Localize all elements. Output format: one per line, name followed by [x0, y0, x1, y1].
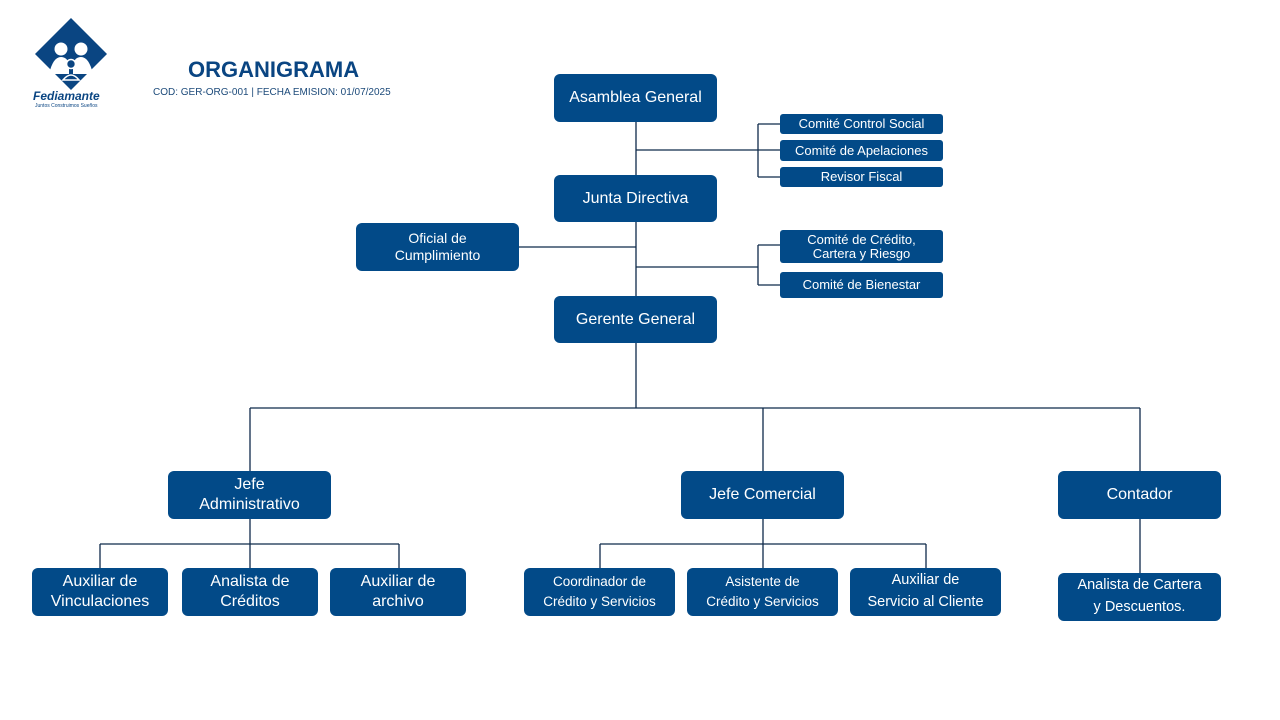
node-label: Revisor Fiscal	[820, 169, 903, 185]
node-label: Contador	[1106, 486, 1173, 504]
node-label: Jefe Comercial	[709, 486, 816, 504]
node-label-line1: Comité de Crédito,	[807, 231, 916, 247]
node-asamblea-general: Asamblea General	[554, 74, 717, 122]
fediamante-logo	[35, 18, 107, 90]
node-label-line1: Oficial de	[408, 229, 467, 246]
page-title: ORGANIGRAMA	[188, 57, 360, 82]
node-label-line1: Auxiliar de	[62, 573, 138, 591]
node-label-line2: Crédito y Servicios	[543, 594, 656, 609]
node-analista-creditos: Analista de Créditos	[182, 568, 318, 616]
node-label: Comité de Bienestar	[802, 277, 921, 293]
node-jefe-comercial: Jefe Comercial	[681, 471, 844, 519]
logo-name: Fediamante	[33, 89, 100, 103]
node-label-line1: Auxiliar de	[360, 573, 436, 591]
node-label-line2: Créditos	[220, 593, 280, 610]
document-code: COD: GER-ORG-001 | FECHA EMISION: 01/07/…	[153, 87, 391, 98]
node-label-line1: Asistente de	[725, 573, 800, 589]
node-label-line2: Cumplimiento	[394, 247, 481, 263]
node-label-line2: Servicio al Cliente	[867, 594, 984, 610]
node-oficial-cumplimiento: Oficial de Cumplimiento	[356, 223, 519, 271]
node-label-line2: Administrativo	[199, 496, 300, 513]
node-label: Junta Directiva	[582, 189, 689, 207]
node-label-line1: Auxiliar de	[891, 572, 960, 589]
node-label-line2: Crédito y Servicios	[706, 594, 819, 609]
node-label-line1: Coordinador de	[552, 573, 647, 589]
node-label: Comité de Apelaciones	[795, 142, 928, 158]
node-asistente-credito: Asistente de Crédito y Servicios	[687, 568, 838, 616]
node-gerente-general: Gerente General	[554, 296, 717, 343]
node-auxiliar-archivo: Auxiliar de archivo	[330, 568, 466, 616]
node-jefe-administrativo: Jefe Administrativo	[168, 471, 331, 519]
node-auxiliar-servicio-cliente: Auxiliar de Servicio al Cliente	[850, 568, 1001, 616]
logo-tagline: Juntos Construimos Sueños	[35, 103, 98, 109]
node-comite-bienestar: Comité de Bienestar	[780, 272, 943, 298]
node-auxiliar-vinculaciones: Auxiliar de Vinculaciones	[32, 568, 168, 616]
node-junta-directiva: Junta Directiva	[554, 175, 717, 222]
node-revisor-fiscal: Revisor Fiscal	[780, 167, 943, 187]
node-label: Gerente General	[575, 310, 696, 328]
person-icon	[54, 42, 68, 56]
node-label-line1: Jefe	[234, 476, 265, 494]
node-coordinador-credito: Coordinador de Crédito y Servicios	[524, 568, 675, 616]
node-label: Asamblea General	[569, 89, 702, 107]
node-label: Comité Control Social	[798, 116, 925, 132]
node-comite-control-social: Comité Control Social	[780, 114, 943, 134]
node-label-line2: Cartera y Riesgo	[812, 245, 911, 261]
node-label-line1: Analista de	[210, 573, 290, 591]
node-analista-cartera: Analista de Cartera y Descuentos.	[1058, 573, 1221, 621]
node-contador: Contador	[1058, 471, 1221, 519]
node-label-line2: archivo	[372, 593, 424, 610]
node-comite-credito: Comité de Crédito, Cartera y Riesgo	[780, 230, 943, 263]
node-comite-apelaciones: Comité de Apelaciones	[780, 140, 943, 161]
node-label-line1: Analista de Cartera	[1077, 577, 1202, 594]
node-label-line2: y Descuentos.	[1093, 599, 1186, 615]
node-label-line2: Vinculaciones	[50, 593, 150, 610]
